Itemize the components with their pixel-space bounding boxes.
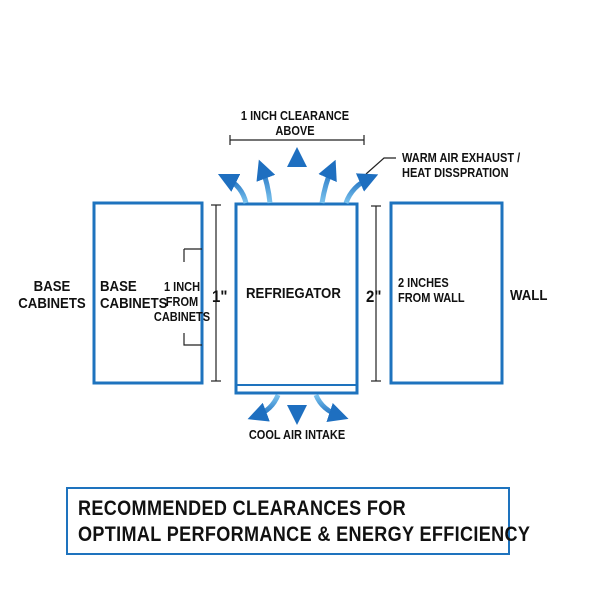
from-wall-line-1: 2 INCHES	[398, 276, 449, 290]
title-line-2: OPTIMAL PERFORMANCE & ENERGY EFFICIENCY	[78, 523, 531, 546]
from-cabinets-line-2: FROM	[165, 295, 199, 309]
title-line-1: RECOMMENDED CLEARANCES FOR	[78, 497, 407, 520]
dimension-line-left	[211, 204, 221, 382]
warm-air-arrow-left	[256, 159, 276, 204]
from-wall-label: 2 INCHES FROM WALL	[398, 276, 465, 306]
dimension-label-right: 2"	[366, 287, 382, 306]
wall-label: WALL	[510, 287, 548, 304]
clearance-above-bracket	[229, 135, 365, 145]
from-wall-line-2: FROM WALL	[398, 291, 465, 305]
wall-box	[389, 201, 504, 385]
dimension-label-left: 1"	[212, 287, 228, 306]
refrigerator-label: REFRIEGATOR	[246, 285, 341, 302]
from-cabinets-line-3: CABINETS	[153, 310, 211, 324]
warm-air-arrow-right	[318, 159, 337, 204]
base-cabinets-inner-label: BASE CABINETS	[100, 278, 167, 312]
cool-air-label: COOL AIR INTAKE	[248, 428, 346, 442]
warm-air-leader-line	[365, 157, 396, 175]
clearance-above-label: 1 INCH CLEARANCE ABOVE	[225, 109, 366, 139]
warm-air-arrow-far-right	[343, 173, 379, 204]
warm-air-label: WARM AIR EXHAUST / HEAT DISSPRATION	[402, 151, 520, 181]
clearance-above-line-1: 1 INCH CLEARANCE	[240, 109, 350, 123]
from-cabinets-line-1: 1 INCH	[163, 280, 201, 294]
title-box: RECOMMENDED CLEARANCES FOR OPTIMAL PERFO…	[66, 487, 530, 555]
warm-air-arrows	[217, 147, 379, 204]
warm-air-arrow-far-left	[217, 173, 249, 204]
warm-air-line-2: HEAT DISSPRATION	[402, 166, 509, 180]
base-cabinet-box	[92, 201, 204, 385]
from-cabinets-bracket	[183, 248, 202, 346]
cool-air-arrow-left	[247, 393, 281, 422]
warm-air-line-1: WARM AIR EXHAUST /	[402, 151, 521, 165]
base-cabinets-inner-line-1: BASE	[100, 278, 137, 295]
cool-air-arrow-right	[313, 393, 349, 423]
from-cabinets-label: 1 INCH FROM CABINETS	[145, 280, 219, 325]
clearance-above-line-2: ABOVE	[275, 124, 315, 138]
dimension-line-right	[371, 205, 381, 382]
base-cabinets-outer-line-1: BASE	[33, 278, 71, 295]
base-cabinets-inner-line-2: CABINETS	[100, 295, 168, 312]
base-cabinets-outer-line-2: CABINETS	[18, 295, 86, 312]
cool-air-arrows	[247, 393, 349, 425]
refrigerator-box	[234, 202, 359, 395]
base-cabinets-outer-label: BASE CABINETS	[10, 278, 94, 312]
